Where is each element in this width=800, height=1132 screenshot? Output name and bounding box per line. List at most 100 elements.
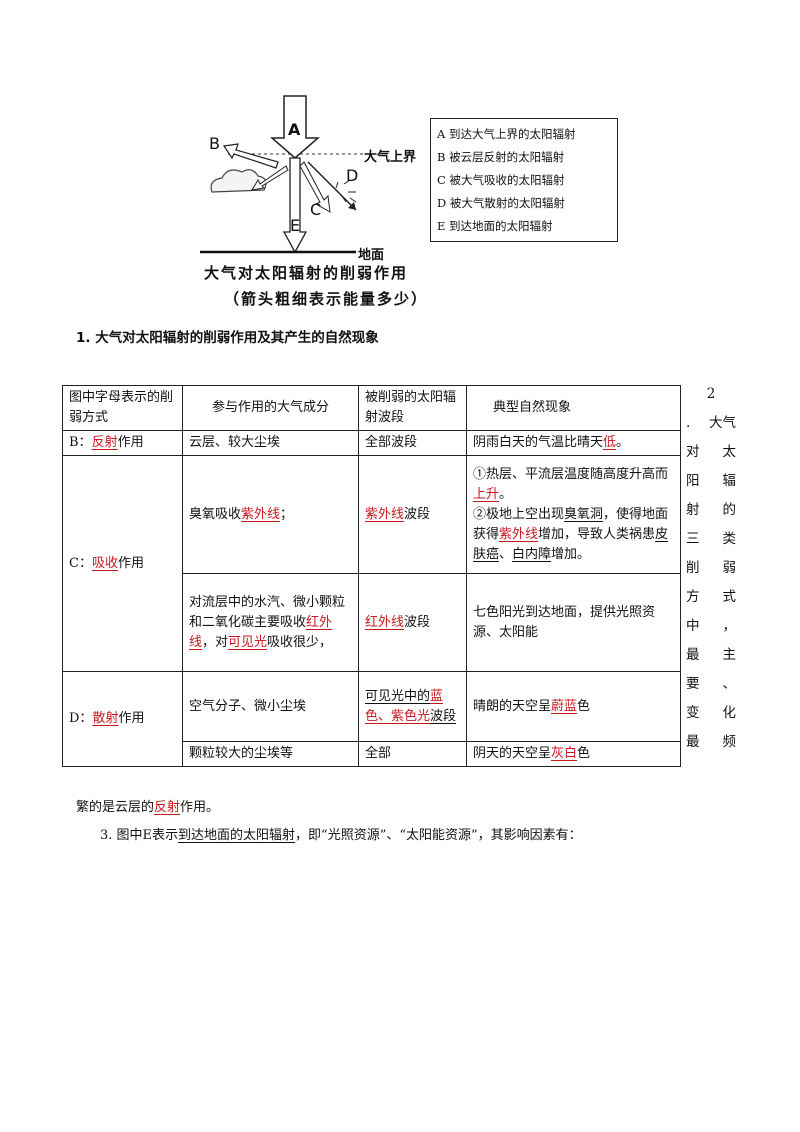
section-heading-1: 1. 大气对太阳辐射的削弱作用及其产生的自然现象	[76, 330, 379, 346]
side-char: ，	[722, 618, 737, 634]
cell-d-mode: D：散射作用	[62, 671, 183, 767]
arrow-c	[299, 161, 331, 213]
c1-phen-uv: 紫外线	[499, 526, 539, 542]
c2-comp-visible: 可见光	[228, 634, 268, 650]
d2-phen-answer: 灰白	[551, 746, 578, 761]
arrow-d	[307, 161, 357, 211]
label-ground: 地面	[358, 248, 385, 263]
cell-b-band: 全部波段	[358, 430, 467, 456]
side-row: 射的	[686, 496, 736, 525]
c1-band-answer: 紫外线	[365, 506, 405, 522]
diagram-legend: A 到达大气上界的太阳辐射 B 被云层反射的太阳辐射 C 被大气吸收的太阳辐射 …	[430, 118, 618, 242]
after1-answer: 反射	[154, 800, 181, 815]
header-phenomenon: 典型自然现象	[466, 385, 681, 431]
cell-c1-component: 臭氧吸收紫外线；	[182, 455, 359, 574]
cell-c1-band: 紫外线波段	[358, 455, 467, 574]
arrow-d-head	[348, 202, 356, 210]
cell-d1-phenomenon: 晴朗的天空呈蔚蓝色	[466, 671, 681, 742]
after1-suffix: 作用。	[180, 800, 220, 815]
header-mode: 图中字母表示的削弱方式	[62, 385, 183, 431]
legend-item-b: B 被云层反射的太阳辐射	[437, 150, 565, 164]
d1-band-answer: 蓝色、紫色光	[365, 688, 444, 724]
b-prefix: B：	[69, 435, 92, 450]
side-char: 方	[686, 589, 700, 605]
cell-d2-band: 全部	[358, 741, 467, 767]
side-row: 阳辐	[686, 467, 736, 496]
c1-phen-a: ①热层、平流层温度随高度升高而	[473, 466, 669, 482]
cell-d1-component: 空气分子、微小尘埃	[182, 671, 359, 742]
side-char: 2	[706, 386, 716, 402]
table-row-d1: D：散射作用 空气分子、微小尘埃 可见光中的蓝色、紫色光波段 晴朗的天空呈蔚蓝色	[62, 671, 681, 767]
c1-comp-suffix: ；	[280, 506, 294, 522]
c1-comp-answer: 紫外线	[241, 506, 281, 522]
arrow-to-cloud	[251, 165, 289, 191]
c1-comp-prefix: 臭氧吸收	[189, 506, 242, 522]
header-band: 被削弱的太阳辐射波段	[358, 385, 467, 431]
side-char: 化	[722, 705, 737, 721]
side-char: 弱	[722, 560, 737, 576]
c-answer: 吸收	[91, 555, 118, 571]
side-char: 最	[686, 647, 700, 663]
table-row-c2: 对流层中的水汽、微小颗粒和二氧化碳主要吸收红外线，对可见光吸收很少， 红外线波段…	[63, 573, 681, 672]
side-char: 射	[686, 502, 700, 518]
side-char: 辐	[722, 473, 737, 489]
c1-phen-cataract: 白内障	[512, 546, 552, 562]
side-row: .大气	[686, 409, 736, 438]
side-char: 变	[686, 705, 700, 721]
side-char: 阳	[686, 473, 700, 489]
side-row: 方式	[686, 583, 736, 612]
side-char: 最	[686, 734, 700, 750]
c1-phen-a-answer: 上升	[473, 486, 500, 502]
side-row: 对太	[686, 438, 736, 467]
d1-band-prefix: 可见光中的	[365, 688, 431, 704]
diagram-caption: 大气对太阳辐射的削弱作用	[204, 264, 409, 282]
side-row: 要、	[686, 670, 736, 699]
side-row: 中，	[686, 612, 736, 641]
c1-phen-line-b: ②极地上空出现臭氧洞，使得地面获得紫外线增加，导致人类祸患皮肤癌、白内障增加。	[473, 505, 674, 565]
side-row: 三类	[686, 525, 736, 554]
c2-comp-ir: 红外线	[189, 614, 333, 650]
c-suffix: 作用	[117, 555, 144, 571]
c1-phen-line-a: ①热层、平流层温度随高度升高而上升。	[473, 465, 674, 505]
side-row: 变化	[686, 699, 736, 728]
cell-b-phenomenon: 阴雨白天的气温比晴天低。	[466, 430, 681, 456]
cell-d2-phenomenon: 阴天的天空呈灰白色	[466, 741, 681, 767]
side-char: 中	[686, 618, 700, 634]
label-d: D	[346, 166, 359, 185]
radiation-diagram: A B C D E 大气上界 地面 大气对太阳辐射的削弱作用 （箭头粗细表示能量…	[198, 92, 618, 314]
table-header-row: 图中字母表示的削弱方式 参与作用的大气成分 被削弱的太阳辐射波段 典型自然现象	[62, 385, 681, 431]
b-phen-answer: 低	[603, 435, 617, 450]
side-char: 三	[686, 531, 700, 547]
label-b: B	[209, 134, 220, 153]
c-prefix: C：	[69, 555, 92, 571]
c1-band-suffix: 波段	[404, 506, 431, 522]
b-phen-suffix: 。	[616, 435, 630, 450]
arrow-a	[269, 95, 321, 159]
c1-phen-ozone-hole: 臭氧洞	[564, 506, 604, 522]
c1-phen-b4: 、	[499, 546, 513, 562]
q3-underlined: 到达地面的太阳辐射	[178, 828, 296, 843]
side-char: 、	[722, 676, 737, 692]
arrow-b	[222, 143, 279, 169]
d1-phen-suffix: 色	[577, 698, 591, 714]
c1-phen-b1: ②极地上空出现	[473, 506, 565, 522]
c1-phen-b2: ，使得地面获得	[473, 506, 669, 542]
cell-d2-component: 颗粒较大的尘埃等	[182, 741, 359, 767]
legend-item-d: D 被大气散射的太阳辐射	[437, 196, 565, 210]
label-c: C	[310, 200, 322, 219]
diagram-caption-note: （箭头粗细表示能量多少）	[224, 290, 429, 308]
cell-c2-phenomenon: 七色阳光到达地面，提供光照资源、太阳能	[466, 573, 681, 672]
cell-c2-band: 红外线波段	[358, 573, 467, 672]
d-prefix: D：	[69, 711, 93, 726]
table-row-d2: 颗粒较大的尘埃等 全部 阴天的天空呈灰白色	[63, 741, 681, 767]
c1-phen-b3: 增加，导致人类祸患	[538, 526, 656, 542]
cell-d1-band: 可见光中的蓝色、紫色光波段	[358, 671, 467, 742]
cell-c-mode: C：吸收作用	[62, 455, 183, 672]
legend-item-a: A 到达大气上界的太阳辐射	[437, 127, 576, 141]
c1-phen-skin-cancer: 皮肤癌	[473, 526, 669, 562]
d2-phen-prefix: 阴天的天空呈	[473, 746, 552, 761]
q3-prefix: 3. 图中E表示	[100, 828, 179, 843]
weakening-table: 图中字母表示的削弱方式 参与作用的大气成分 被削弱的太阳辐射波段 典型自然现象 …	[62, 385, 681, 767]
c2-comp-mid: ，对	[202, 634, 229, 650]
side-char: .	[686, 415, 691, 431]
